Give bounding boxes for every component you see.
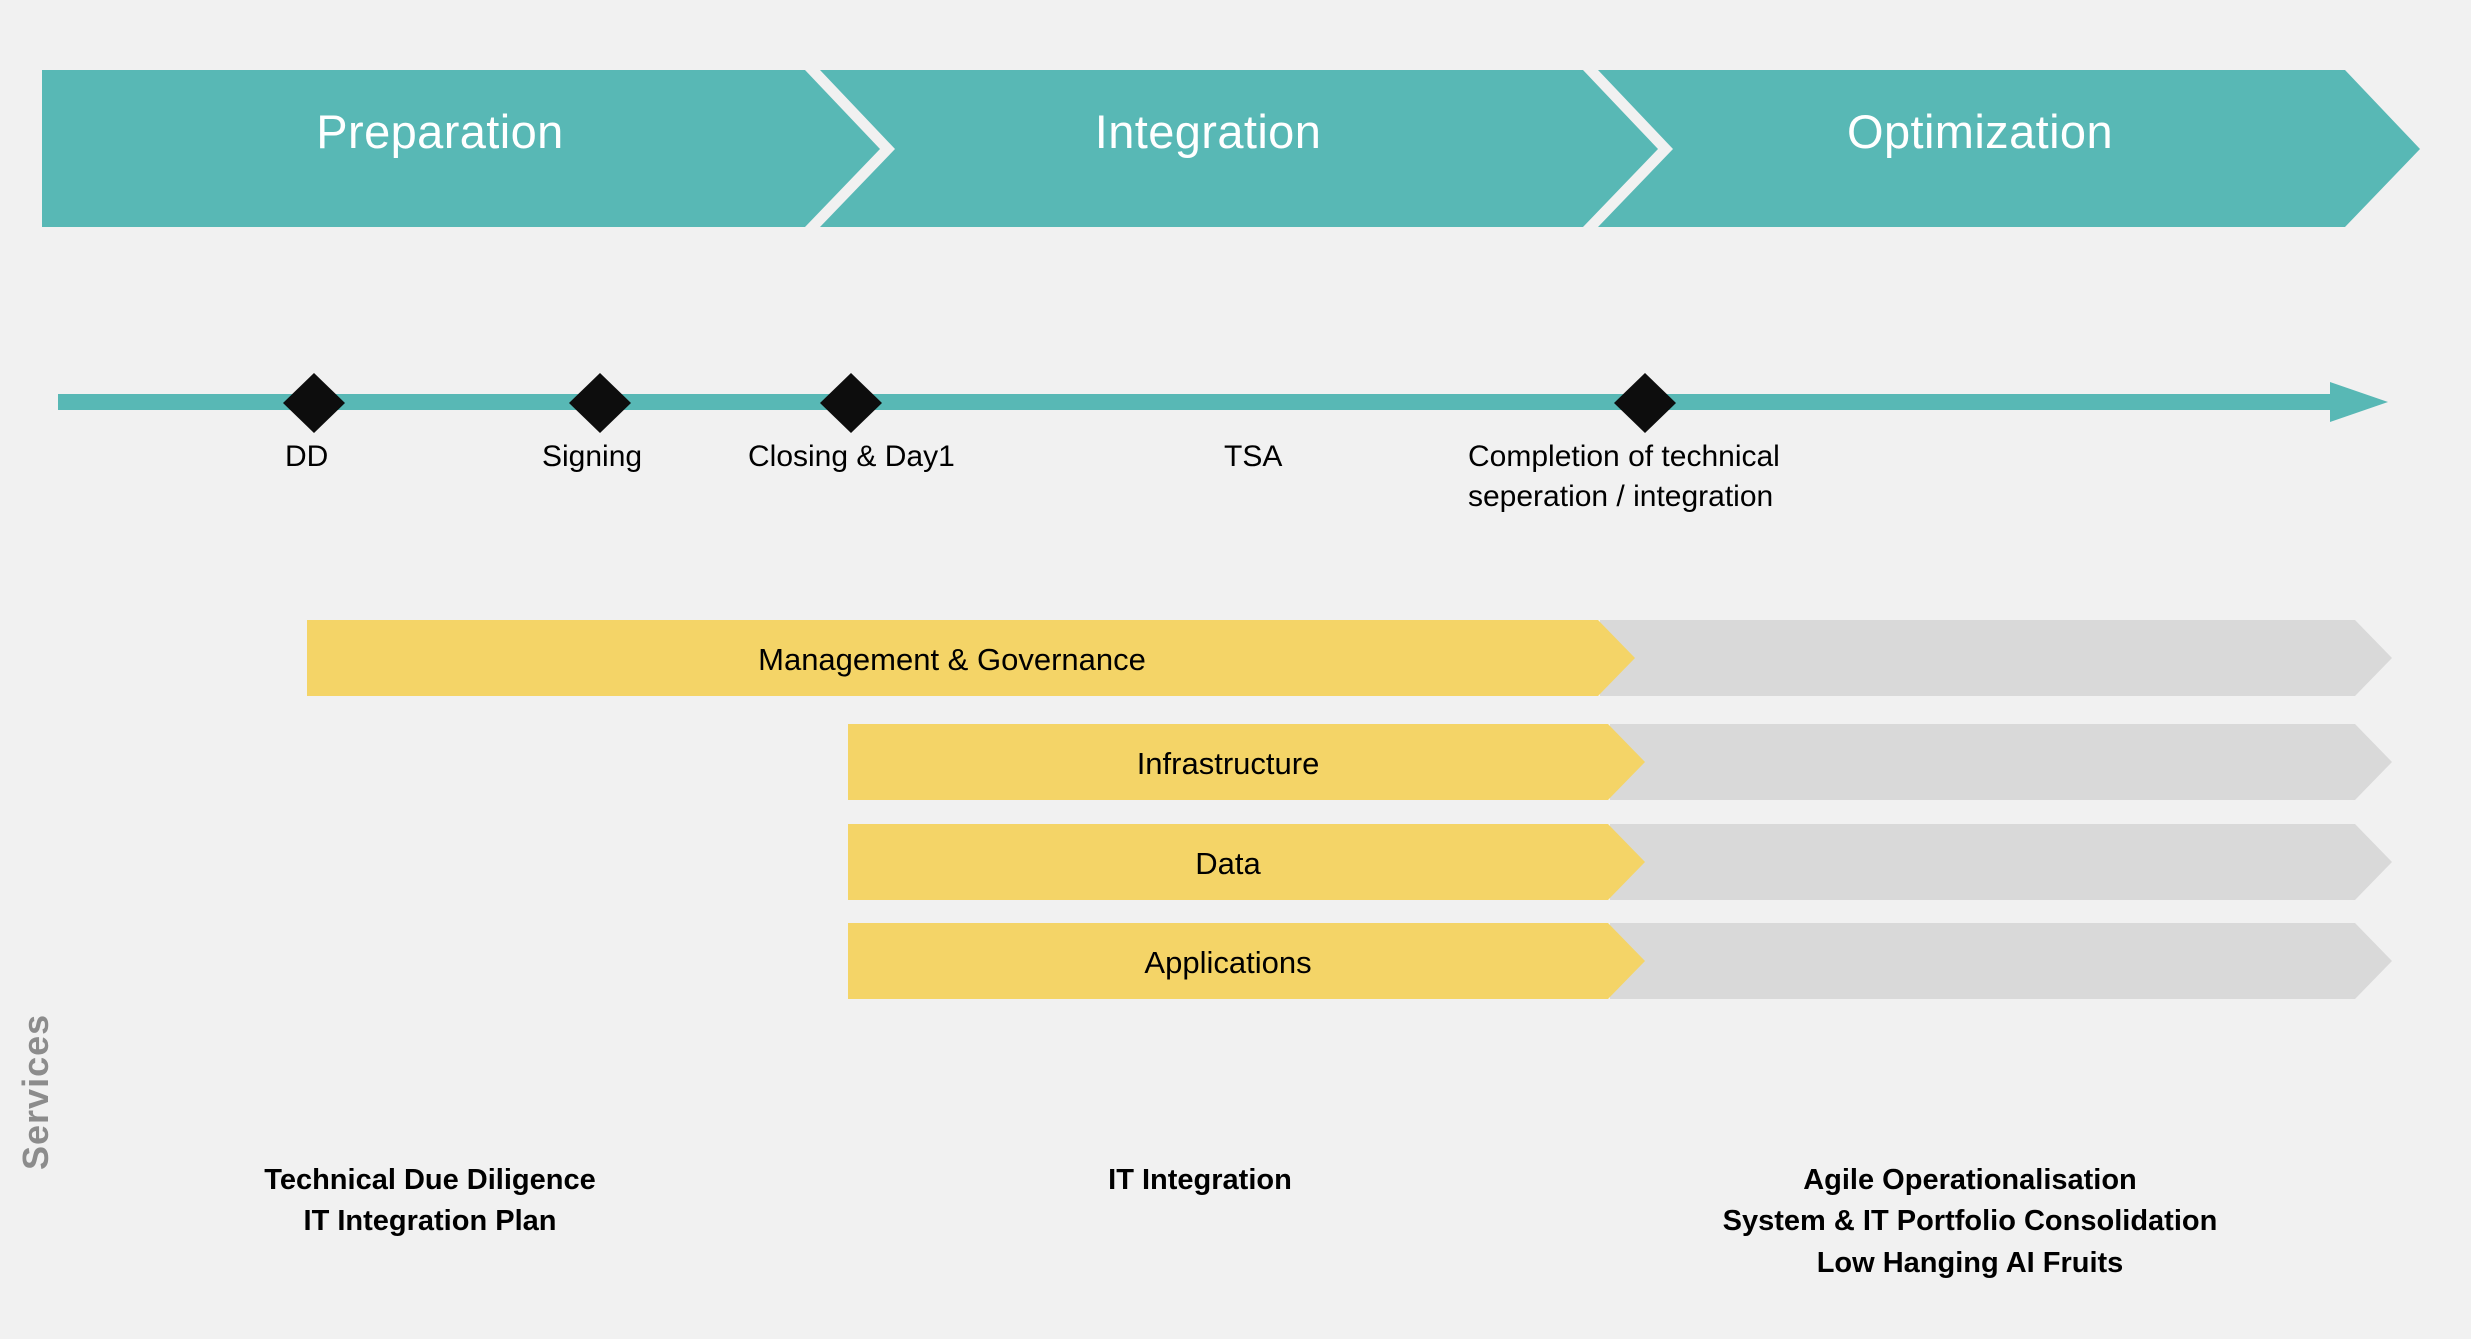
- workstream-label-management-governance: Management & Governance: [758, 642, 1146, 677]
- phase-banner-shapes: [42, 70, 2420, 227]
- workstream-label-applications: Applications: [1144, 945, 1312, 980]
- timeline-axis-line: [58, 394, 2343, 410]
- workstream-track-management-governance: [1600, 620, 2392, 696]
- milestone-label-dd: DD: [285, 440, 329, 473]
- phase-label-integration: Integration: [1094, 105, 1322, 158]
- workstream-track-infrastructure: [1610, 724, 2392, 800]
- workstream-track-applications: [1610, 923, 2392, 999]
- phase-chevron-integration[interactable]: [820, 70, 1658, 227]
- milestone-timeline: DD Signing Closing & Day1 TSA Completion…: [0, 360, 2471, 513]
- workstream-active-management-governance[interactable]: [307, 620, 1635, 696]
- workstream-active-infrastructure[interactable]: [848, 724, 1645, 800]
- milestone-label-completion: Completion of technical seperation / int…: [1468, 440, 1780, 513]
- timeline-shapes: [58, 373, 2388, 433]
- workstream-label-infrastructure: Infrastructure: [1136, 746, 1320, 781]
- workstream-track-data: [1610, 824, 2392, 900]
- milestone-label-signing: Signing: [542, 440, 643, 473]
- milestone-diamond-icon[interactable]: [569, 373, 631, 433]
- phase-label-optimization: Optimization: [1846, 105, 2113, 158]
- phase-chevron-optimization[interactable]: [1598, 70, 2420, 227]
- workstream-active-applications[interactable]: [848, 923, 1645, 999]
- milestone-label-tsa: TSA: [1224, 440, 1283, 473]
- services-section: Technical Due Diligence IT Integration P…: [0, 1060, 2471, 1339]
- milestone-diamond-icon[interactable]: [1614, 373, 1676, 433]
- workstream-active-data[interactable]: [848, 824, 1645, 900]
- workstream-label-data: Data: [1195, 846, 1261, 881]
- service-column-preparation: Technical Due Diligence IT Integration P…: [264, 1164, 596, 1238]
- service-column-optimization: Agile Operationalisation System & IT Por…: [1722, 1164, 2218, 1279]
- milestone-label-closing-day1: Closing & Day1: [748, 440, 955, 473]
- workstream-shapes: [307, 620, 2392, 999]
- service-column-integration: IT Integration: [1108, 1164, 1292, 1196]
- workstream-bars: Management & Governance Infrastructure D…: [0, 600, 2471, 1020]
- milestone-diamond-icon[interactable]: [283, 373, 345, 433]
- milestone-diamond-icon[interactable]: [820, 373, 882, 433]
- timeline-arrow-head-icon: [2330, 382, 2388, 422]
- phase-banner: Preparation Integration Optimization: [0, 0, 2471, 250]
- phase-label-preparation: Preparation: [316, 105, 564, 158]
- phase-chevron-preparation[interactable]: [42, 70, 880, 227]
